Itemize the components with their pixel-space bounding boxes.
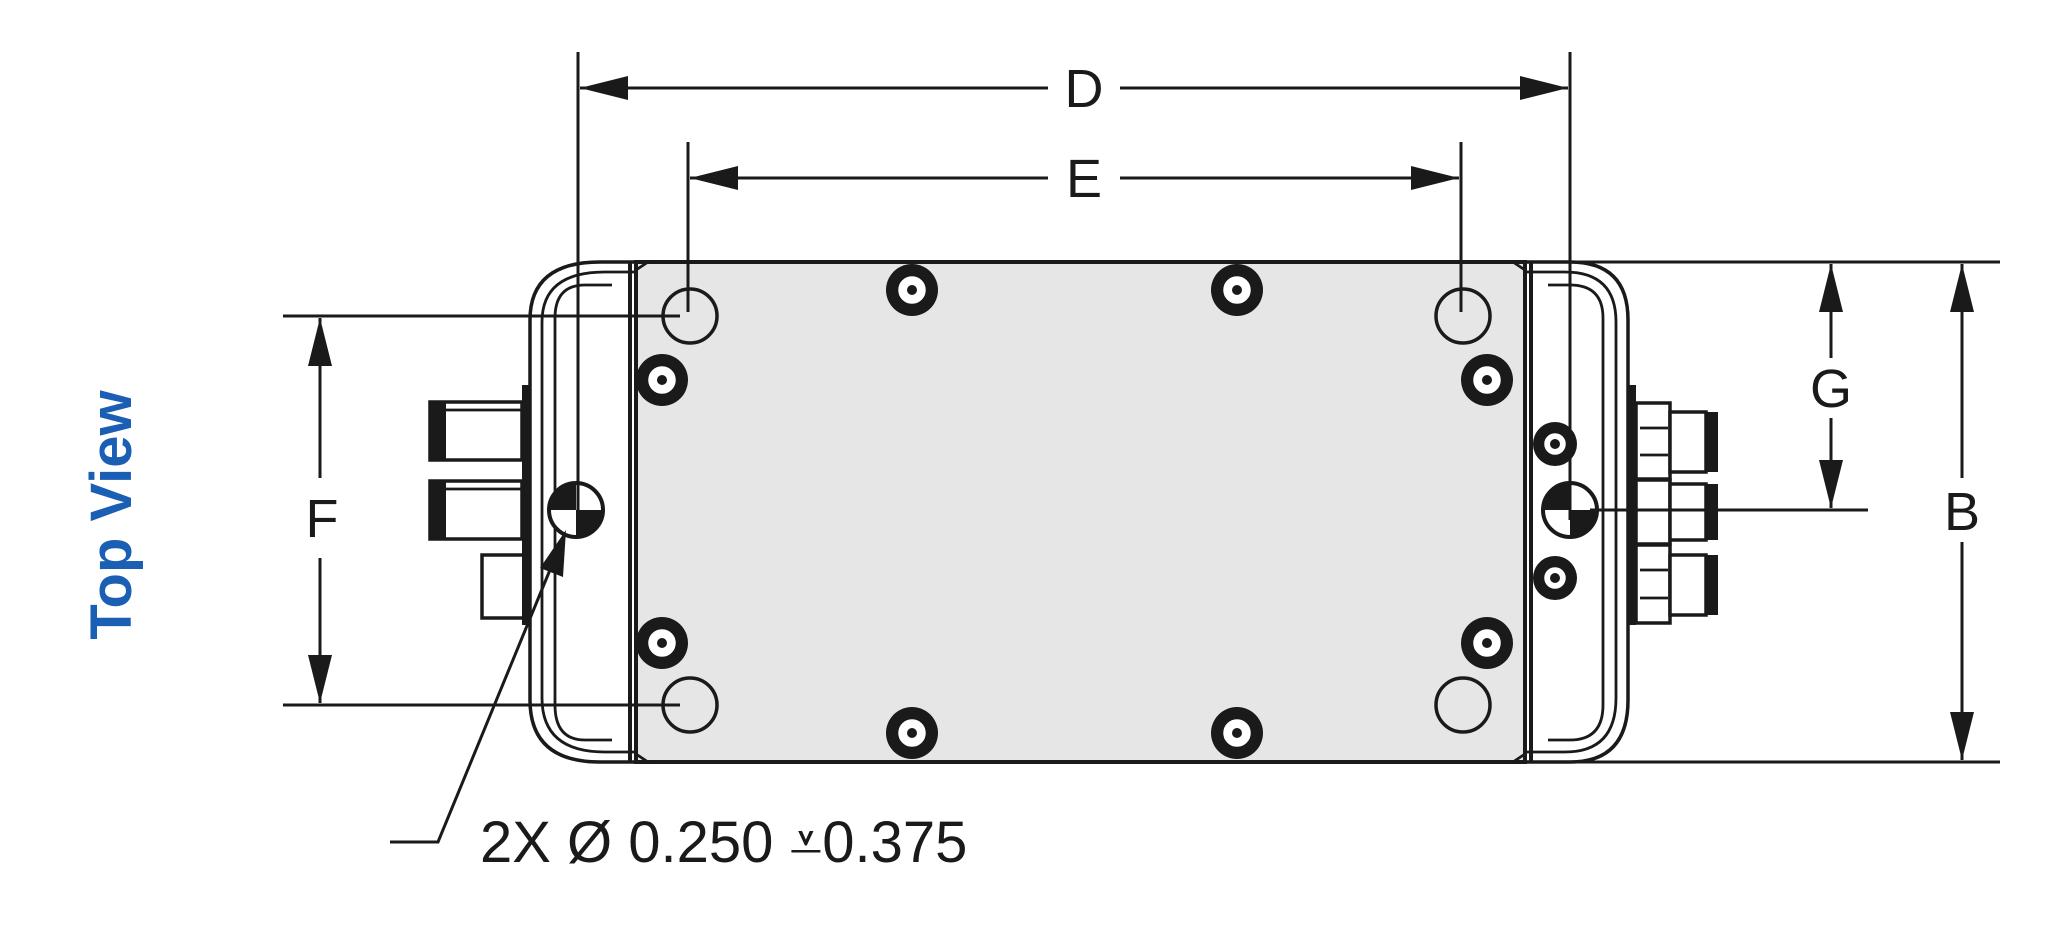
screw-icon xyxy=(636,354,688,406)
screw-icon xyxy=(1533,556,1577,600)
screw-icon xyxy=(1211,264,1263,316)
hole-callout-leader xyxy=(390,530,566,844)
mounting-hole xyxy=(1434,287,1492,345)
screw-icon xyxy=(1461,617,1513,669)
dimension-d: D xyxy=(576,52,1572,520)
dimension-g: G xyxy=(1570,260,2000,512)
dimension-f: F xyxy=(283,314,680,707)
dimension-label-e: E xyxy=(1066,149,1102,209)
dimension-label-d: D xyxy=(1065,59,1104,119)
hole-callout-text: 2X Ø 0.250 ⩡0.375 xyxy=(480,810,967,875)
enclosure-body xyxy=(528,260,1630,764)
left-connectors xyxy=(428,385,530,625)
mounting-holes xyxy=(661,287,1492,734)
datum-target-icon xyxy=(547,481,605,539)
dimension-label-g: G xyxy=(1810,359,1852,419)
screw-icon xyxy=(1211,707,1263,759)
right-connectors xyxy=(1628,385,1718,625)
screw-icon xyxy=(1533,422,1577,466)
screw-icon xyxy=(886,264,938,316)
screw-icon xyxy=(886,707,938,759)
dimension-e: E xyxy=(686,142,1463,312)
screws xyxy=(636,264,1577,759)
screw-icon xyxy=(1461,354,1513,406)
mounting-hole xyxy=(1434,676,1492,734)
dimension-label-b: B xyxy=(1944,482,1980,542)
screw-icon xyxy=(636,617,688,669)
dimension-b: B xyxy=(1570,264,2000,764)
view-label: Top View xyxy=(79,390,144,640)
dimension-label-f: F xyxy=(306,489,339,549)
